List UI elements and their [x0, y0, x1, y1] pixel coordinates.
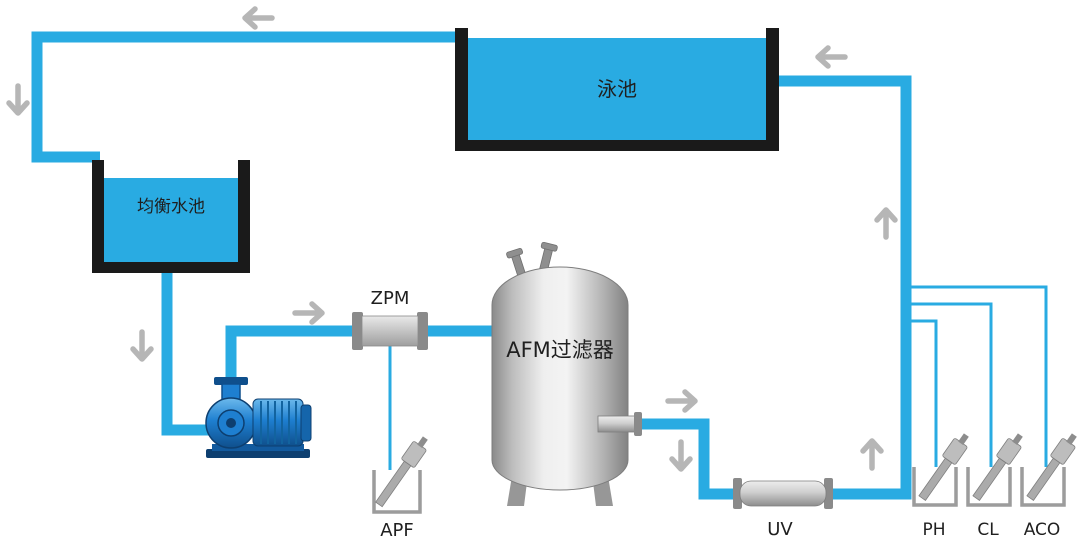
aco-dosing-station — [1020, 433, 1077, 507]
aco-label: ACO — [1024, 520, 1061, 540]
circulation-pump — [205, 377, 312, 458]
apf-label: APF — [380, 520, 414, 541]
pool-label: 泳池 — [597, 77, 637, 101]
flow-arrow-up-icon — [877, 210, 895, 237]
swimming-pool — [455, 28, 779, 151]
pool-wall-left — [455, 28, 468, 151]
pump-hub — [226, 418, 236, 428]
pool-wall-bottom — [455, 140, 779, 151]
afm-filter-label: AFM过滤器 — [506, 338, 614, 362]
filter-outlet-stub — [597, 415, 639, 433]
pump-fan-cover — [300, 404, 312, 442]
balance-tank-water — [104, 178, 238, 264]
flow-arrow-right-icon — [295, 304, 322, 322]
pump-motor-fins — [260, 401, 297, 444]
filter-body — [491, 266, 629, 491]
pool-wall-right — [766, 28, 779, 151]
zpm-fitting — [352, 312, 428, 350]
ph-label: PH — [922, 520, 945, 540]
zpm-flange-left — [352, 312, 363, 350]
cl-dosing-station — [966, 433, 1023, 507]
pipe-pool-to-balance-tank — [31, 31, 463, 163]
balance-tank-wall-right — [238, 160, 250, 272]
flow-arrow-up-icon — [863, 441, 881, 468]
balance-tank-wall-bottom — [92, 262, 250, 273]
flow-arrow-left-icon — [245, 9, 272, 27]
zpm-label: ZPM — [371, 288, 410, 309]
uv-label: UV — [767, 519, 793, 540]
balance-tank-label: 均衡水池 — [137, 197, 205, 217]
pipe-balance-tank-to-pump — [161, 270, 214, 436]
uv-flange-right — [824, 478, 833, 509]
apf-injector-icon — [375, 436, 428, 508]
apf-dosing-station — [372, 436, 428, 514]
flow-arrow-right-icon — [668, 392, 695, 410]
uv-unit — [733, 478, 833, 509]
dosing-line-cl — [906, 302, 993, 468]
pool-water — [468, 38, 766, 141]
balance-tank — [92, 160, 250, 273]
flow-arrow-down-icon — [9, 86, 27, 113]
ph-dosing-station — [912, 433, 969, 507]
aco-injector-icon — [1026, 433, 1077, 501]
pump-discharge-flange — [214, 377, 248, 385]
ph-injector-icon — [918, 433, 969, 501]
diagram-labels: 泳池 均衡水池 ZPM AFM过滤器 APF UV PH CL ACO — [137, 77, 1060, 541]
uv-flange-left — [733, 478, 742, 509]
flow-arrow-down-icon — [133, 332, 151, 359]
filter-outlet-flange — [634, 412, 642, 436]
cl-injector-icon — [972, 433, 1023, 501]
zpm-body — [361, 315, 419, 347]
uv-body — [739, 480, 827, 507]
pump-base-riser — [212, 444, 304, 451]
balance-tank-wall-left — [92, 160, 104, 272]
flow-arrow-left-icon — [818, 48, 845, 66]
zpm-flange-right — [417, 312, 428, 350]
pump-base-plate — [206, 449, 310, 458]
cl-label: CL — [977, 520, 999, 540]
afm-filter-vessel — [491, 241, 642, 506]
dosing-line-ph — [906, 319, 938, 468]
flow-arrow-down-icon — [672, 442, 690, 469]
dosing-line-aco — [906, 285, 1048, 468]
